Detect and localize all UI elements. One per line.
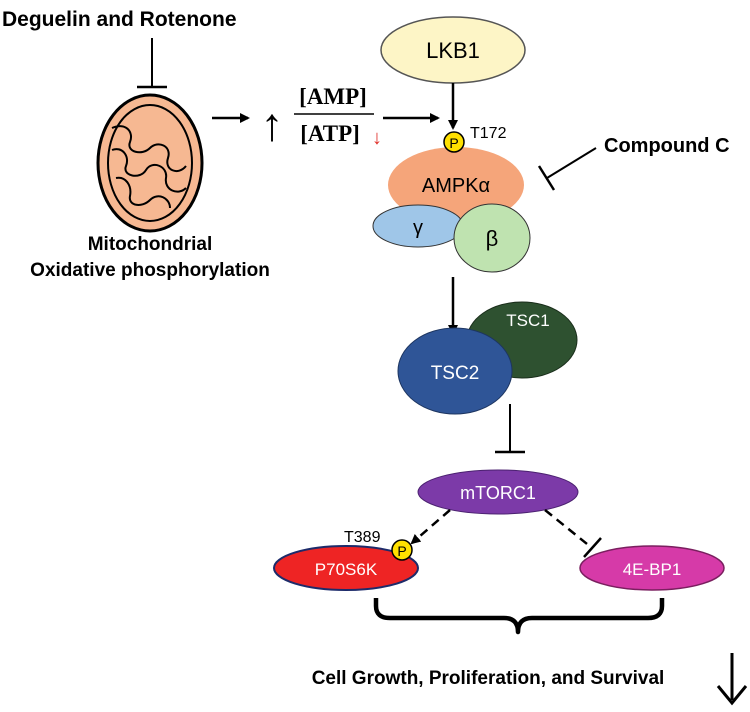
site-t172-label: T172 xyxy=(470,125,507,142)
site-t389-label: T389 xyxy=(344,529,381,546)
ampk-beta-node xyxy=(453,203,531,273)
compound-c-label: Compound C xyxy=(604,135,730,157)
tsc2-label: TSC2 xyxy=(431,363,480,384)
phospho-t389-badge xyxy=(391,539,413,561)
tsc1-label: TSC1 xyxy=(506,311,549,330)
mtorc1-to-4ebp1-bar xyxy=(583,537,602,558)
tsc2-node xyxy=(397,327,513,415)
ratio-up-arrow: ↑ xyxy=(261,98,284,150)
lkb1-label: LKB1 xyxy=(426,38,480,63)
4ebp1-node xyxy=(579,545,725,591)
mtorc1-label: mTORC1 xyxy=(460,483,536,503)
mtorc1-to-p70s6k-arrow xyxy=(410,509,451,545)
compound-c-inhibition-line xyxy=(546,147,597,179)
phospho-t389-symbol: P xyxy=(397,543,406,559)
ratio-numerator: [AMP] xyxy=(299,84,367,109)
mito-label-line1: Mitochondrial xyxy=(88,234,213,255)
outcome-label: Cell Growth, Proliferation, and Survival xyxy=(312,668,665,689)
p70s6k-node xyxy=(273,545,419,591)
atp-down-arrow: ↓ xyxy=(372,127,382,149)
mitochondrion-icon xyxy=(96,93,204,233)
phospho-t172-badge xyxy=(443,131,465,153)
ratio-denominator: [ATP] xyxy=(300,121,360,146)
outcome-brace xyxy=(373,598,665,635)
ampk-beta-label: β xyxy=(486,226,499,251)
ampk-alpha-label: AMPKα xyxy=(422,175,490,197)
compound-c-inhibition-bar xyxy=(537,165,556,191)
mtorc1-node xyxy=(417,469,579,515)
4ebp1-label: 4E-BP1 xyxy=(623,560,682,579)
outcome-down-arrowhead xyxy=(716,685,748,706)
mito-label-line2: Oxidative phosphorylation xyxy=(30,260,270,281)
mtorc1-to-4ebp1-line xyxy=(544,509,593,549)
deguelin-rotenone-label: Deguelin and Rotenone xyxy=(2,8,237,31)
p70s6k-label: P70S6K xyxy=(315,560,378,579)
phospho-t172-symbol: P xyxy=(449,135,458,151)
ampk-gamma-label: γ xyxy=(413,217,423,239)
